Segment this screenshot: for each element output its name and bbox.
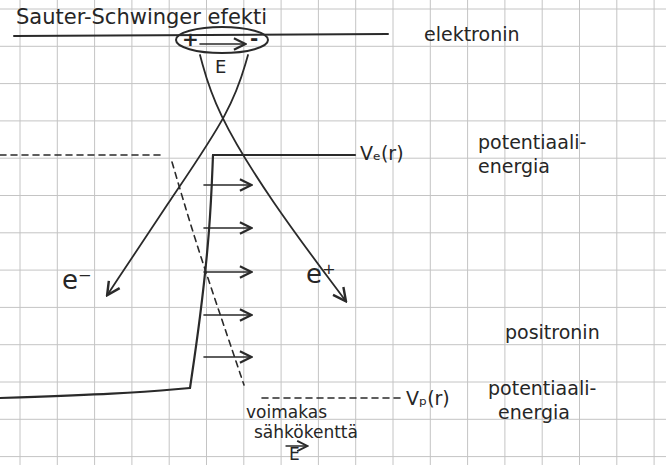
positron-potential-line xyxy=(262,397,400,399)
grid-line xyxy=(0,120,666,121)
grid-line xyxy=(0,344,666,345)
grid-line xyxy=(0,195,666,196)
particle-label: e⁻ xyxy=(62,266,92,295)
grid-line xyxy=(0,83,666,84)
grid-line xyxy=(0,232,666,233)
title: Sauter-Schwinger efekti xyxy=(16,6,267,29)
field-arrow xyxy=(204,271,250,273)
grid-line xyxy=(0,158,666,159)
electron-potential-line xyxy=(213,154,355,156)
vector-arrow xyxy=(200,43,244,45)
charge-sign: + xyxy=(182,29,199,49)
field-symbol: E xyxy=(289,446,300,463)
electron-trajectory xyxy=(108,55,248,294)
particle-label: e⁺ xyxy=(306,260,336,289)
note-text: elektronin xyxy=(424,24,520,45)
potential-symbol: Vₚ(r) xyxy=(406,388,450,409)
note-text: potentiaali- xyxy=(488,378,596,399)
field-arrow xyxy=(204,314,250,316)
positron-potential-line xyxy=(0,154,165,156)
positron-potential-line xyxy=(172,162,244,385)
field-arrow xyxy=(204,227,250,229)
note-text: voimakas xyxy=(246,403,327,422)
positron-trajectory xyxy=(200,55,345,300)
field-arrow xyxy=(204,184,250,186)
grid-line xyxy=(0,46,666,47)
potential-symbol: Vₑ(r) xyxy=(360,143,404,164)
grid-line xyxy=(0,456,666,457)
field-symbol: E xyxy=(215,57,226,77)
grid-line xyxy=(0,307,666,308)
note-text: sähkökenttä xyxy=(254,423,358,442)
title-underline xyxy=(14,34,388,36)
note-text: energia xyxy=(498,402,570,423)
note-text: potentiaali- xyxy=(478,132,586,153)
charge-oval: +- xyxy=(174,25,270,55)
note-text: energia xyxy=(478,156,550,177)
charge-sign: - xyxy=(250,28,258,48)
field-arrow xyxy=(204,356,250,358)
note-text: positronin xyxy=(505,322,600,343)
electron-potential-line xyxy=(0,388,190,398)
